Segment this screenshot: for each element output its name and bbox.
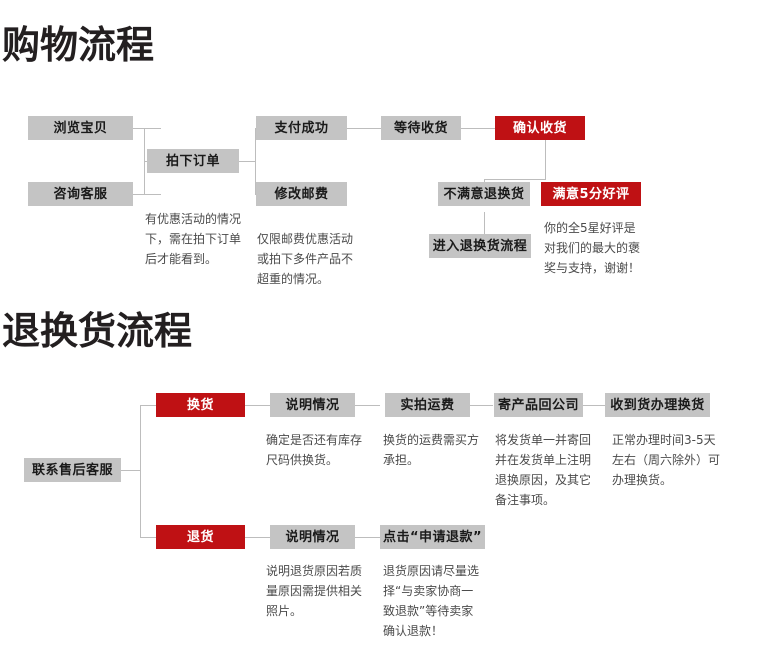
box-satisfied-five-star[interactable]: 满意5分好评: [541, 182, 641, 206]
caption-modify-shipping: 仅限邮费优惠活动 或拍下多件产品不 超重的情况。: [257, 229, 362, 289]
caption-line: 备注事项。: [495, 493, 556, 507]
caption-send-back: 将发货单一并寄回 并在发货单上注明 退换原因，及其它 备注事项。: [495, 430, 595, 510]
connector-confirm-down: [545, 140, 546, 179]
box-refund[interactable]: 退货: [156, 525, 245, 549]
connector-pay-to-wait: [347, 128, 382, 129]
box-unsatisfied-return[interactable]: 不满意退换货: [438, 182, 530, 206]
caption-line: 致退款”等待卖家: [383, 604, 474, 618]
box-place-order[interactable]: 拍下订单: [147, 149, 239, 173]
connector-refund-to-explain: [245, 537, 270, 538]
box-click-apply-refund[interactable]: 点击“申请退款”: [380, 525, 485, 549]
caption-line: 下，需在拍下订单: [145, 232, 242, 246]
box-modify-shipping-fee[interactable]: 修改邮费: [256, 182, 347, 206]
caption-line: 退货原因请尽量选: [383, 564, 480, 578]
caption-line: 或拍下多件产品不: [257, 252, 354, 266]
connector-confirm-split: [484, 179, 546, 180]
caption-line: 换货的运费需买方: [383, 433, 480, 447]
box-wait-delivery[interactable]: 等待收货: [381, 116, 461, 140]
caption-line: 有优惠活动的情况: [145, 212, 242, 226]
connector-to-refund: [140, 537, 156, 538]
caption-line: 确定是否还有库存: [266, 433, 363, 447]
caption-line: 办理换货。: [612, 473, 673, 487]
connector-browse-to-junction: [133, 128, 161, 129]
box-receive-and-exchange[interactable]: 收到货办理换货: [605, 393, 710, 417]
caption-exchange-explain: 确定是否还有库存 尺码供换货。: [266, 430, 376, 470]
connector-shipping-to-sendback: [470, 405, 493, 406]
caption-line: 承担。: [383, 453, 420, 467]
caption-refund-explain: 说明退货原因若质 量原因需提供相关 照片。: [266, 561, 376, 621]
caption-line: 对我们的最大的褒: [544, 241, 641, 255]
caption-line: 你的全5星好评是: [544, 221, 636, 235]
box-contact-after-sales[interactable]: 联系售后客服: [24, 458, 121, 482]
box-actual-shipping-fee[interactable]: 实拍运费: [385, 393, 470, 417]
caption-line: 仅限邮费优惠活动: [257, 232, 354, 246]
box-browse-treasure[interactable]: 浏览宝贝: [28, 116, 133, 140]
box-confirm-receipt[interactable]: 确认收货: [495, 116, 585, 140]
box-send-product-back[interactable]: 寄产品回公司: [494, 393, 583, 417]
caption-five-star-review: 你的全5星好评是 对我们的最大的褒 奖与支持，谢谢！: [544, 218, 654, 278]
caption-line: 将发货单一并寄回: [495, 433, 592, 447]
caption-exchange-shipping: 换货的运费需买方 承担。: [383, 430, 493, 470]
box-refund-explain[interactable]: 说明情况: [270, 525, 355, 549]
connector-explain-to-shipping: [355, 405, 380, 406]
caption-line: 退换原因，及其它: [495, 473, 592, 487]
connector-wait-to-confirm: [460, 128, 495, 129]
caption-receive-exchange: 正常办理时间3-5天 左右（周六除外）可 办理换货。: [612, 430, 732, 490]
connector-consult-to-junction: [133, 194, 161, 195]
caption-line: 照片。: [266, 604, 303, 618]
return-flow-title: 退换货流程: [2, 309, 193, 353]
connector-sendback-to-receive: [583, 405, 605, 406]
caption-line: 确认退款！: [383, 624, 444, 638]
connector-return-vertical: [140, 405, 141, 537]
caption-click-apply-refund: 退货原因请尽量选 择“与卖家协商一 致退款”等待卖家 确认退款！: [383, 561, 493, 641]
caption-line: 左右（周六除外）可: [612, 453, 721, 467]
connector-exchange-to-explain: [245, 405, 270, 406]
caption-line: 量原因需提供相关: [266, 584, 363, 598]
connector-contact-out: [121, 470, 141, 471]
caption-line: 奖与支持，谢谢！: [544, 261, 641, 275]
caption-line: 择“与卖家协商一: [383, 584, 474, 598]
caption-place-order: 有优惠活动的情况 下，需在拍下订单 后才能看到。: [145, 209, 250, 269]
connector-refund-explain-to-click: [355, 537, 380, 538]
caption-line: 后才能看到。: [145, 252, 218, 266]
caption-line: 超重的情况。: [257, 272, 330, 286]
caption-line: 尺码供换货。: [266, 453, 339, 467]
box-exchange-explain[interactable]: 说明情况: [270, 393, 355, 417]
connector-to-exchange: [140, 405, 156, 406]
caption-line: 并在发货单上注明: [495, 453, 592, 467]
box-payment-success[interactable]: 支付成功: [256, 116, 347, 140]
connector-mid-vertical: [255, 128, 256, 195]
caption-line: 说明退货原因若质: [266, 564, 363, 578]
connector-place-order-out: [239, 161, 256, 162]
shopping-flow-title: 购物流程: [2, 23, 155, 67]
caption-line: 正常办理时间3-5天: [612, 433, 716, 447]
box-consult-service[interactable]: 咨询客服: [28, 182, 133, 206]
connector-unsatisfied-to-enter: [484, 212, 485, 239]
box-enter-return-flow[interactable]: 进入退换货流程: [429, 234, 531, 258]
box-exchange[interactable]: 换货: [156, 393, 245, 417]
